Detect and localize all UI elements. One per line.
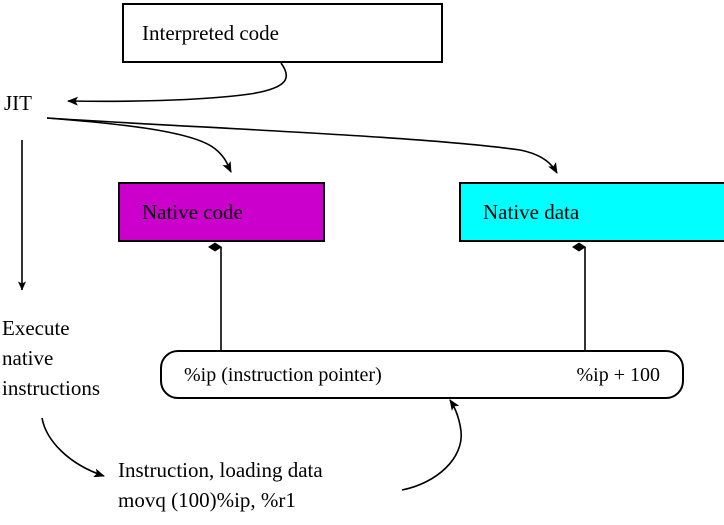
edge-execute-to-instruction <box>41 417 105 478</box>
instruction-pointer-offset-label: %ip + 100 <box>576 363 661 386</box>
execute-native-instructions-label: Execute native instructions <box>2 313 100 403</box>
interpreted-code-label: Interpreted code <box>142 20 280 45</box>
edge-jit-to-native-data <box>46 117 558 174</box>
execute-line-3: instructions <box>2 376 100 400</box>
jit-text: JIT <box>4 91 32 115</box>
instruction-line-1: Instruction, loading data <box>118 458 323 482</box>
native-data-label: Native data <box>483 199 580 224</box>
jit-label: JIT <box>4 88 32 118</box>
edge-instruction-to-ip <box>401 399 462 491</box>
execute-line-1: Execute <box>2 316 70 340</box>
instruction-pointer-label: %ip (instruction pointer) <box>184 363 382 386</box>
edge-interpreted-code-to-jit <box>67 62 288 106</box>
instruction-line-2: movq (100)%ip, %r1 <box>118 488 296 512</box>
native-data-box: Native data <box>459 182 724 242</box>
native-code-label: Native code <box>142 199 243 224</box>
native-code-box: Native code <box>118 182 325 242</box>
execute-line-2: native <box>2 346 54 370</box>
instruction-pointer-box: %ip (instruction pointer) %ip + 100 <box>160 350 684 399</box>
instruction-loading-data-label: Instruction, loading data movq (100)%ip,… <box>118 455 323 515</box>
edge-jit-to-native-code <box>46 117 232 173</box>
interpreted-code-box: Interpreted code <box>122 3 443 63</box>
